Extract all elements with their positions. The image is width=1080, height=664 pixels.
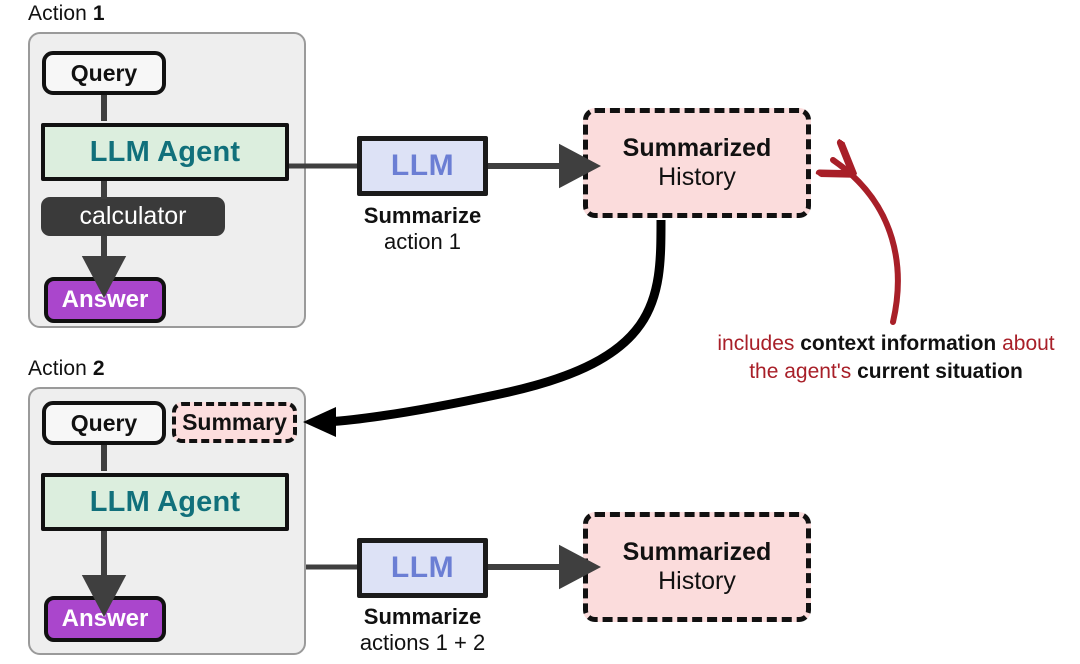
action-2-label-number: 2: [92, 357, 105, 380]
action-1-label-number: 1: [92, 2, 105, 25]
summarized-history-2-line1: Summarized: [622, 537, 772, 566]
summarizer-1-caption-rest: action 1: [383, 229, 462, 255]
summarized-history-box-1[interactable]: Summarized History: [583, 108, 811, 218]
action-2-answer-label: Answer: [61, 605, 149, 632]
summarizer-2-caption-rest: actions 1 + 2: [359, 630, 486, 656]
summarizer-1-llm-label: LLM: [390, 149, 455, 182]
annotation-line-2: the agent's current situation: [706, 358, 1066, 386]
action-1-tool-label: calculator: [79, 202, 187, 230]
action-1-agent-label: LLM Agent: [89, 135, 241, 168]
annotation-line-1: includes context information about: [706, 330, 1066, 358]
summarizer-2-caption-bold: Summarize: [363, 604, 482, 629]
action-1-tool-box[interactable]: calculator: [41, 197, 225, 236]
action-2-query-box[interactable]: Query: [42, 401, 166, 445]
action-1-label-prefix: Action: [28, 2, 87, 25]
summarized-history-1-line1: Summarized: [622, 133, 772, 162]
summarizer-1-caption-bold: Summarize: [363, 203, 482, 228]
action-2-summary-label: Summary: [182, 409, 287, 435]
action-2-summary-chip[interactable]: Summary: [172, 402, 297, 443]
summarized-history-box-2[interactable]: Summarized History: [583, 512, 811, 622]
action-1-query-label: Query: [70, 59, 138, 86]
action-1-label: Action 1: [28, 2, 105, 26]
action-2-agent-label: LLM Agent: [89, 485, 241, 518]
action-1-query-box[interactable]: Query: [42, 51, 166, 95]
annotation-l1-bold: context information: [800, 332, 997, 355]
summarized-history-2-line2: History: [658, 567, 736, 595]
action-1-answer-box[interactable]: Answer: [44, 277, 166, 323]
action-2-query-label: Query: [70, 409, 138, 436]
action-2-label-prefix: Action: [28, 357, 87, 380]
action-2-agent-box[interactable]: LLM Agent: [41, 473, 289, 531]
annotation-arrow-path: [833, 160, 901, 325]
action-1-agent-box[interactable]: LLM Agent: [41, 123, 289, 181]
annotation-text: includes context information about the a…: [706, 330, 1066, 387]
annotation-red-arrow: [833, 160, 901, 325]
summarizer-1-llm-box[interactable]: LLM: [357, 136, 488, 196]
summarizer-2-llm-label: LLM: [390, 551, 455, 584]
annotation-l2-pre: the agent's: [749, 360, 858, 384]
annotation-l2-bold: current situation: [857, 360, 1023, 384]
annotation-l1-pre: includes: [717, 332, 801, 355]
summarizer-2-llm-box[interactable]: LLM: [357, 538, 488, 598]
feedback-curve-arrowhead: [303, 407, 336, 437]
action-2-label: Action 2: [28, 357, 105, 381]
summarized-history-1-line2: History: [658, 163, 736, 191]
summarizer-2-caption: Summarize actions 1 + 2: [302, 604, 543, 657]
action-2-answer-box[interactable]: Answer: [44, 596, 166, 642]
annotation-l1-post: about: [996, 332, 1055, 355]
summarizer-1-caption: Summarize action 1: [312, 203, 533, 256]
action-1-answer-label: Answer: [61, 286, 149, 313]
